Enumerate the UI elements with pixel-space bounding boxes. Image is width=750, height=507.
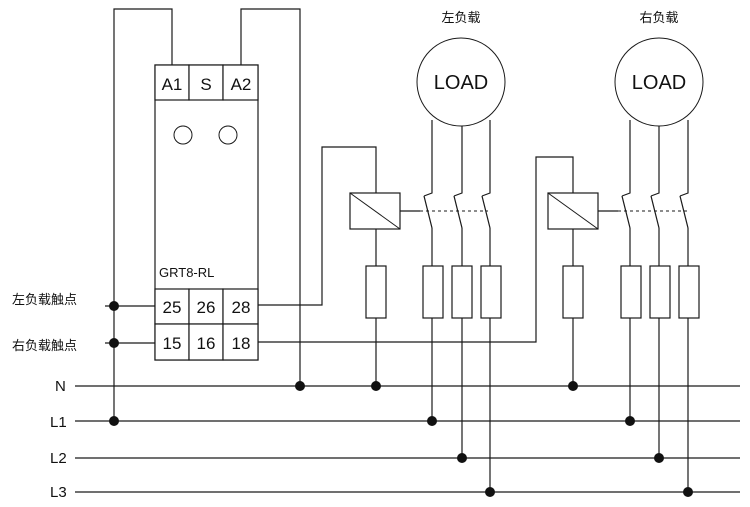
terminal-16-label: 16 (197, 334, 216, 353)
left-contacts (423, 120, 491, 266)
right-load-title: 右负载 (639, 11, 678, 26)
left-contact-3-blade (481, 195, 491, 229)
right-contact-1-blade (621, 195, 631, 229)
terminal-15-label: 15 (163, 334, 182, 353)
bus-label-l1: L1 (50, 414, 67, 431)
terminal-18 (222, 323, 259, 361)
junction-left-l2 (457, 453, 467, 463)
right-contact-label: 右负载触点 (12, 339, 77, 354)
left-fuse-2 (451, 265, 473, 319)
junction-left-l1 (427, 416, 437, 426)
left-contact-1-upper (423, 120, 433, 197)
junction-right-l2 (654, 453, 664, 463)
junction-right-n (568, 381, 578, 391)
right-contact-1-upper (621, 120, 631, 197)
left-contact-1-blade (423, 195, 433, 229)
right-fuse-1 (620, 265, 642, 319)
terminal-a1 (154, 64, 190, 101)
terminal-s-label: S (200, 75, 211, 94)
terminal-25-label: 25 (163, 298, 182, 317)
terminal-a1-label: A1 (162, 75, 183, 94)
left-fuse-control (365, 265, 387, 319)
right-contacts (621, 120, 689, 266)
junction-a1-l1 (109, 416, 119, 426)
wire-28-left-coil (258, 146, 377, 306)
terminal-a2 (222, 64, 259, 101)
relay-module: A1 S A2 GRT8-RL 25 26 28 15 16 18 (154, 64, 259, 361)
wire-a2-n (240, 8, 301, 386)
indicator-led-right (218, 125, 238, 145)
left-load-circle (416, 37, 506, 127)
right-contact-2-upper (650, 126, 660, 197)
right-fuse-control (562, 265, 584, 319)
left-load-group: 左负载 LOAD (349, 11, 506, 497)
bus-label-l3: L3 (50, 484, 67, 501)
terminal-26 (188, 288, 224, 325)
left-fuse-3 (480, 265, 502, 319)
relay-model: GRT8-RL (159, 265, 214, 280)
junction-right-l1 (625, 416, 635, 426)
left-load-title: 左负载 (441, 11, 480, 26)
right-load-text: LOAD (632, 72, 686, 94)
left-contact-label: 左负载触点 (12, 293, 77, 308)
right-contact-3-upper (679, 120, 689, 197)
junction-right-contact (109, 338, 119, 348)
bus-label-n: N (55, 378, 66, 395)
left-fuse-1 (422, 265, 444, 319)
junction-left-l3 (485, 487, 495, 497)
left-coil-diagonal (349, 192, 401, 230)
right-load-group: 右负载 LOAD (547, 11, 704, 497)
terminal-18-label: 18 (232, 334, 251, 353)
wire-a1-l1 (113, 8, 173, 421)
terminal-26-label: 26 (197, 298, 216, 317)
wire-18-right-coil (258, 156, 574, 343)
indicator-led-left (173, 125, 193, 145)
terminal-25 (154, 288, 190, 325)
left-contact-2-blade (453, 195, 463, 229)
terminal-a2-label: A2 (231, 75, 252, 94)
terminal-28 (222, 288, 259, 325)
junction-left-n (371, 381, 381, 391)
terminal-28-label: 28 (232, 298, 251, 317)
right-contact-2-blade (650, 195, 660, 229)
junction-right-l3 (683, 487, 693, 497)
left-contact-3-upper (481, 120, 491, 197)
terminal-15 (154, 323, 190, 361)
left-contact-2-upper (453, 126, 463, 197)
junction-left-contact (109, 301, 119, 311)
terminal-s (188, 64, 224, 101)
junction-a2-n (295, 381, 305, 391)
bus-label-l2: L2 (50, 450, 67, 467)
right-fuse-2 (649, 265, 671, 319)
right-contact-3-blade (679, 195, 689, 229)
left-load-text: LOAD (434, 72, 488, 94)
right-coil-diagonal (547, 192, 599, 230)
right-fuse-3 (678, 265, 700, 319)
relay-wiring (105, 8, 574, 426)
bus-lines (75, 385, 740, 493)
